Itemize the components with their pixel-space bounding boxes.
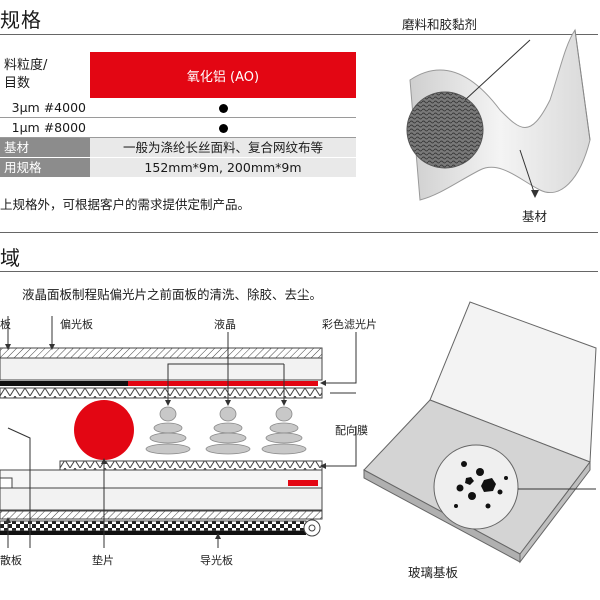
label-liquid-crystal: 液晶 [214, 318, 236, 331]
label-polarizer: 偏光板 [60, 318, 93, 331]
diffuser-layer [0, 510, 323, 520]
spec-label: 用规格 [0, 158, 90, 177]
arrow-icon [49, 344, 55, 350]
base-value: 一般为涤纶长丝面料、复合网纹布等 [90, 138, 356, 157]
section-title-application: 域 [0, 246, 21, 270]
tft-red-element [288, 480, 318, 486]
film-diagram [406, 28, 591, 201]
lcd-cross-section-diagram [0, 316, 357, 548]
arrow-icon [101, 458, 107, 464]
glass-substrate-diagram [363, 301, 597, 564]
color-filter-strip [128, 381, 318, 386]
arrow-icon [5, 517, 11, 523]
section-title-spec: 规格 [0, 8, 42, 32]
table-row-spec: 用规格 152mm*9m, 200mm*9m [0, 158, 356, 178]
light-guide-layer [0, 520, 307, 532]
table-row: 3μm #4000 [0, 98, 356, 118]
arrow-icon [320, 463, 326, 469]
label-light-guide: 导光板 [200, 554, 233, 567]
base-arrow-icon [531, 190, 539, 198]
arrow-icon [5, 344, 11, 350]
reflector-layer [0, 531, 306, 535]
header-abrasive-type: 氧化铝 (AO) [90, 52, 356, 98]
dust-particles [454, 461, 508, 509]
label-top-left-panel: 板 [0, 318, 11, 331]
abrasive-zoom-circle [406, 91, 484, 169]
spec-table: 料粒度/ 目数 氧化铝 (AO) 3μm #4000 1μm #8000 基材 … [0, 52, 356, 178]
liquid-crystal-molecules [145, 406, 307, 455]
bottom-alignment-film [59, 460, 323, 471]
label-spacer: 垫片 [92, 554, 114, 567]
spacer-ball [74, 400, 134, 460]
arrow-icon [215, 533, 221, 539]
top-glass-layer [0, 357, 323, 381]
label-diffuser: 散板 [0, 554, 22, 567]
arrow-icon [225, 400, 231, 406]
top-alignment-film [0, 387, 323, 399]
bottom-glass-layer [0, 469, 323, 489]
label-abrasive-adhesive: 磨料和胶黏剂 [402, 17, 478, 32]
spec-table-header: 料粒度/ 目数 氧化铝 (AO) [0, 52, 356, 98]
label-base-material: 基材 [522, 209, 548, 224]
availability-dot-icon [218, 104, 228, 113]
arrow-icon [281, 400, 287, 406]
top-polarizer-layer [0, 347, 323, 359]
label-color-filter: 彩色滤光片 [322, 318, 377, 331]
section-divider-top [0, 232, 598, 233]
bottom-polarizer-layer [0, 487, 323, 511]
header-grit-line2: 目数 [4, 76, 31, 91]
arrow-icon [165, 400, 171, 406]
grit-cell: 1μm #8000 [11, 120, 86, 135]
tft-element [0, 477, 13, 489]
header-grit-line1: 料粒度/ [4, 58, 48, 73]
section-divider-spec [0, 34, 598, 35]
black-matrix-strip [0, 381, 128, 386]
spec-value: 152mm*9m, 200mm*9m [90, 158, 356, 177]
table-row: 1μm #8000 [0, 118, 356, 138]
availability-dot-icon [218, 124, 228, 133]
application-description: 液晶面板制程贴偏光片之前面板的清洗、除胶、去尘。 [22, 287, 323, 302]
abrasive-pointer-line [464, 39, 531, 101]
custom-note: 上规格外，可根据客户的需求提供定制产品。 [0, 197, 251, 212]
label-glass-substrate: 玻璃基板 [408, 565, 459, 580]
table-row-base: 基材 一般为涤纶长丝面料、复合网纹布等 [0, 138, 356, 158]
label-alignment-film: 配向膜 [335, 424, 368, 437]
dust-zoom-circle [433, 444, 519, 530]
base-pointer-line [519, 149, 536, 196]
base-label: 基材 [0, 138, 90, 157]
section-divider-application [0, 271, 598, 272]
arrow-icon [320, 380, 326, 386]
grit-cell: 3μm #4000 [11, 100, 86, 115]
